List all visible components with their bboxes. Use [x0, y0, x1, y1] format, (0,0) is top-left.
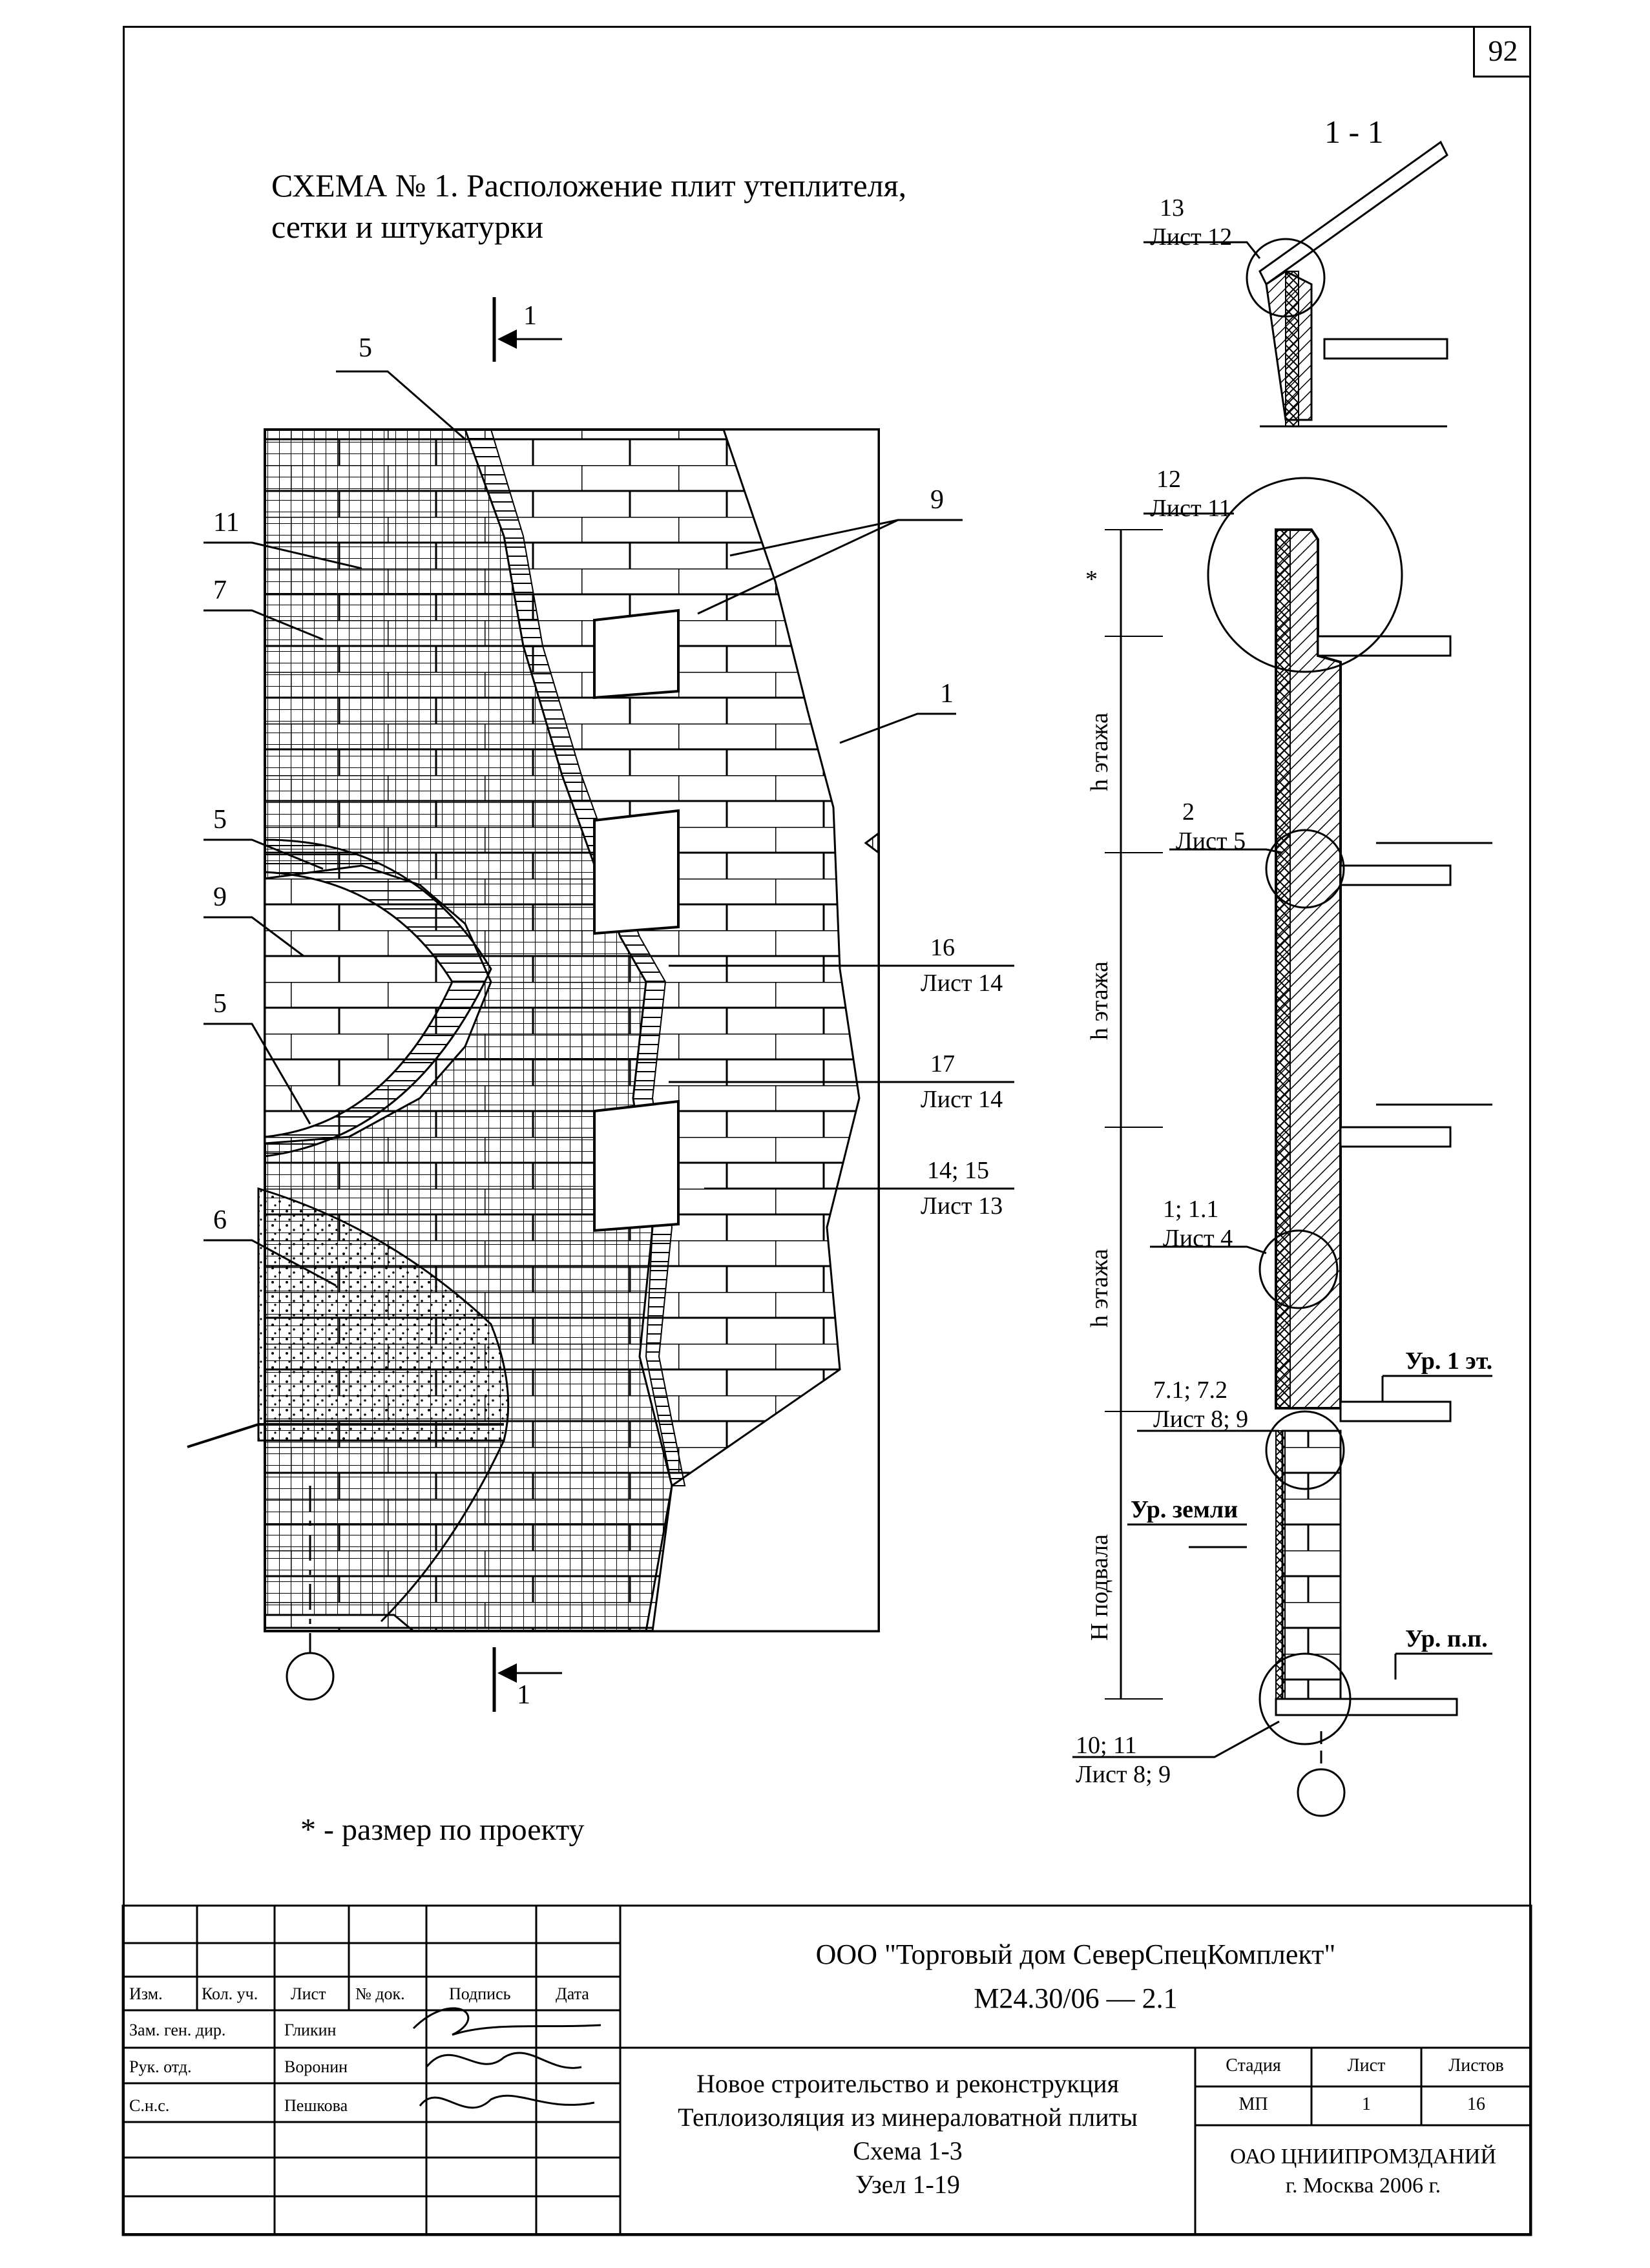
tb-role-1: Зам. ген. дир. [129, 2021, 226, 2039]
tb-role-2: Рук. отд. [129, 2057, 192, 2076]
label-5a: 5 [359, 333, 372, 363]
wall-elevation [187, 428, 880, 1701]
tb-sheet-header: Лист [1347, 2055, 1386, 2076]
tb-header-doc: № док. [355, 1984, 405, 2003]
label-9b: 9 [930, 485, 944, 515]
tb-description-line1: Новое строительство и реконструкция [696, 2069, 1119, 2098]
section-marker-top: 1 [523, 301, 537, 331]
callout-2-sheet: Лист 5 [1176, 827, 1246, 855]
label-5c: 5 [213, 989, 227, 1019]
tb-role-3: С.н.с. [129, 2096, 170, 2115]
label-5b: 5 [213, 805, 227, 835]
tb-name-1: Гликин [284, 2021, 337, 2039]
tb-description-line2: Теплоизоляция из минераловатной плиты [678, 2103, 1138, 2132]
tb-sheets: 16 [1467, 2094, 1485, 2114]
label-1: 1 [940, 679, 954, 709]
scheme-title: СХЕМА № 1. Расположение плит утеплителя,… [271, 165, 906, 247]
tb-header-date: Дата [556, 1984, 589, 2003]
callout-14-sheet: Лист 13 [921, 1192, 1003, 1220]
tb-header-izm: Изм. [129, 1984, 163, 2003]
roof-section [1246, 140, 1448, 428]
callout-2-num: 2 [1182, 798, 1195, 826]
callout-13-num: 13 [1160, 194, 1184, 222]
signatures [412, 2007, 601, 2109]
tb-stage-header: Стадия [1226, 2055, 1281, 2076]
callout-12-num: 12 [1156, 466, 1181, 493]
tb-stage: МП [1238, 2094, 1268, 2114]
callout-17-num: 17 [930, 1050, 955, 1077]
dim-h3: h этажа [1086, 1249, 1113, 1327]
tb-company: ООО "Торговый дом СеверСпецКомплект" [815, 1939, 1336, 1970]
label-9a: 9 [213, 882, 227, 912]
level-floor1: Ур. 1 эт. [1405, 1347, 1493, 1375]
callout-10-sheet: Лист 8; 9 [1076, 1761, 1171, 1788]
callout-7-num: 7.1; 7.2 [1153, 1377, 1228, 1404]
tb-description-line3: Схема 1-3 [853, 2136, 963, 2165]
callout-17-sheet: Лист 14 [921, 1086, 1003, 1113]
callout-1-num: 1; 1.1 [1163, 1196, 1219, 1223]
tb-header-kol: Кол. уч. [202, 1984, 258, 2003]
callout-7-sheet: Лист 8; 9 [1153, 1406, 1249, 1433]
section-title: 1 - 1 [1324, 114, 1384, 150]
footnote: * - размер по проекту [300, 1813, 585, 1847]
tb-sheet: 1 [1362, 2094, 1371, 2114]
callout-13-sheet: Лист 12 [1150, 224, 1233, 251]
tb-org-line2: г. Москва 2006 г. [1285, 2174, 1441, 2198]
level-ground: Ур. земли [1131, 1496, 1238, 1523]
section-marker-bottom: 1 [517, 1680, 530, 1710]
dim-h2: h этажа [1086, 961, 1113, 1040]
callout-10-num: 10; 11 [1076, 1732, 1137, 1759]
tb-header-list: Лист [291, 1984, 326, 2003]
dim-h1: h этажа [1086, 713, 1113, 791]
label-11: 11 [213, 508, 240, 537]
tb-name-3: Пешкова [284, 2096, 348, 2115]
tb-header-sign: Подпись [449, 1984, 511, 2003]
callout-1-sheet: Лист 4 [1163, 1225, 1233, 1252]
scheme-title-line2: сетки и штукатурки [271, 209, 544, 245]
tb-name-2: Воронин [284, 2057, 348, 2076]
tb-description: Новое строительство и реконструкция Тепл… [620, 2067, 1195, 2201]
label-7: 7 [213, 576, 227, 605]
elevation-leaders [204, 370, 1014, 1287]
callout-12-sheet: Лист 11 [1150, 495, 1231, 522]
callout-16-num: 16 [930, 934, 955, 961]
page-number: 92 [1473, 26, 1531, 78]
dim-basement: H подвала [1086, 1534, 1113, 1641]
tb-org-line1: ОАО ЦНИИПРОМЗДАНИЙ [1229, 2145, 1497, 2169]
level-floor-bottom: Ур. п.п. [1405, 1625, 1488, 1652]
scheme-title-line1: СХЕМА № 1. Расположение плит утеплителя, [271, 167, 907, 203]
title-block-lines [121, 1904, 1532, 2236]
callout-14-num: 14; 15 [927, 1157, 990, 1184]
section-cut-markers [492, 297, 562, 1712]
wall-section [1072, 241, 1492, 1817]
dim-star: * [1085, 566, 1098, 593]
tb-code: М24.30/06 — 2.1 [974, 1982, 1178, 2014]
tb-sheets-header: Листов [1448, 2055, 1504, 2076]
callout-16-sheet: Лист 14 [921, 970, 1003, 997]
label-6: 6 [213, 1205, 227, 1235]
tb-description-line4: Узел 1-19 [855, 2170, 960, 2199]
